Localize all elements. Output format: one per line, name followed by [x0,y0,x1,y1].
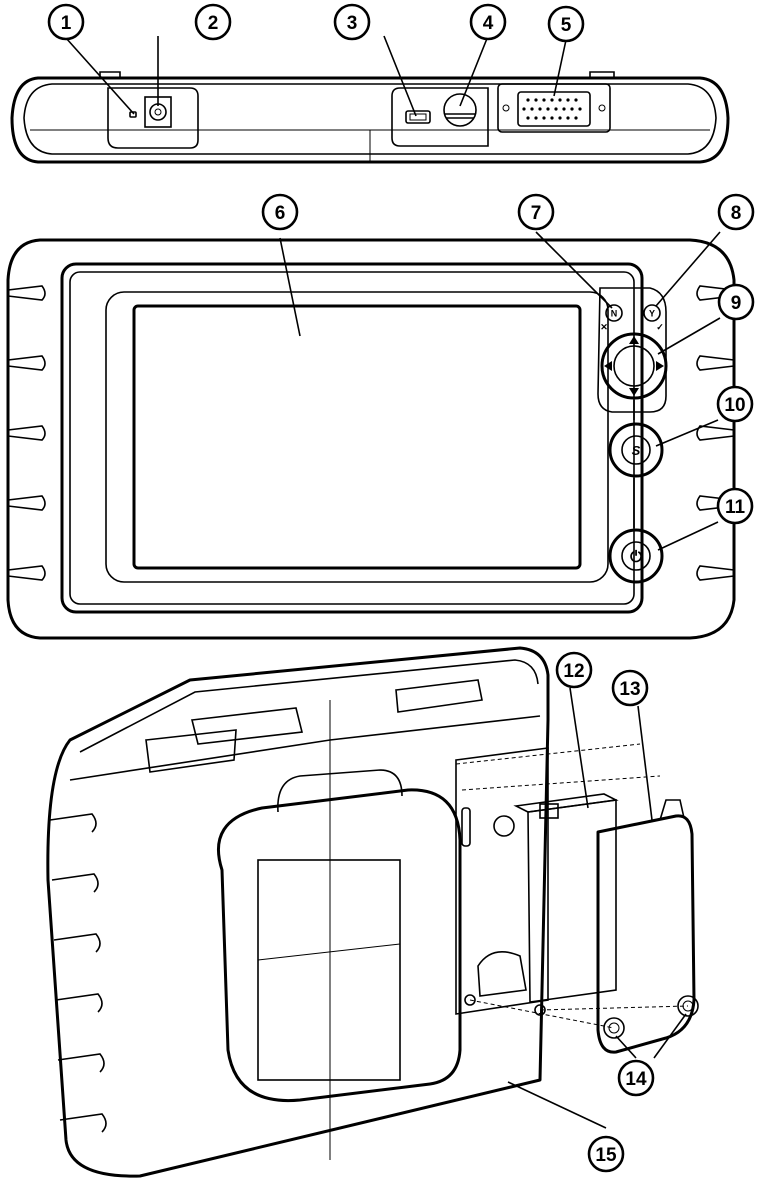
battery-bay [455,747,549,1015]
connector-pins [522,98,582,120]
callout-6: 6 [261,193,299,231]
y-check-icon: ✓ [656,322,664,332]
svg-text:7: 7 [531,203,542,224]
svg-text:4: 4 [483,13,494,34]
callout-10: 10 [716,385,754,423]
n-button-label: N [611,309,618,319]
cover-screw-right [677,995,699,1017]
callout-9: 9 [717,283,755,321]
left-arrow-icon [604,361,612,371]
data-cable-connector [497,83,611,133]
n-cross-icon: ✕ [600,322,608,332]
callout-5: 5 [547,5,585,43]
callout-1: 1 [47,3,85,41]
power-icon: ⏻ [630,549,642,566]
svg-text:11: 11 [725,497,746,518]
svg-text:2: 2 [208,13,219,34]
svg-text:8: 8 [731,203,742,224]
left-grip-ribs [7,285,46,581]
shortcut-icon: S [632,443,641,458]
callout-13: 13 [611,669,649,707]
callout-14: 14 [617,1059,655,1097]
svg-text:14: 14 [625,1069,647,1090]
callout-3: 3 [333,3,371,41]
y-button-label: Y [649,309,655,319]
right-arrow-icon [656,361,664,371]
callout-8: 8 [717,193,755,231]
touch-screen [105,291,609,583]
shortcut-button [608,422,664,478]
svg-text:12: 12 [563,661,584,682]
callout-4: 4 [469,3,507,41]
top-edge-view [10,71,730,164]
svg-text:13: 13 [619,679,640,700]
svg-text:10: 10 [724,395,745,416]
directional-pad [600,332,668,400]
svg-text:6: 6 [275,203,286,224]
rear-view [46,646,699,1178]
callout-11: 11 [716,487,754,525]
rear-grip-ribs [49,813,107,1133]
power-button [608,528,664,584]
y-button [643,304,661,322]
leader-lines [65,35,721,1129]
up-arrow-icon [629,336,639,344]
callout-2: 2 [194,3,232,41]
callout-15: 15 [587,1135,625,1173]
stand-panel [257,859,401,1081]
mini-usb-port [405,110,431,124]
n-button [605,304,623,322]
svg-text:5: 5 [561,15,572,36]
svg-text:1: 1 [61,13,72,34]
callout-12: 12 [555,651,593,689]
cover-screw-left [603,1017,625,1039]
svg-text:3: 3 [347,13,358,34]
down-arrow-icon [629,388,639,396]
callout-7: 7 [517,193,555,231]
front-view: N Y ✕ ✓ S ⏻ [6,238,736,640]
battery-cover [596,814,696,1054]
svg-text:15: 15 [595,1145,617,1166]
svg-text:9: 9 [731,293,742,314]
sd-card-slot [443,93,477,127]
right-grip-ribs [696,285,735,581]
